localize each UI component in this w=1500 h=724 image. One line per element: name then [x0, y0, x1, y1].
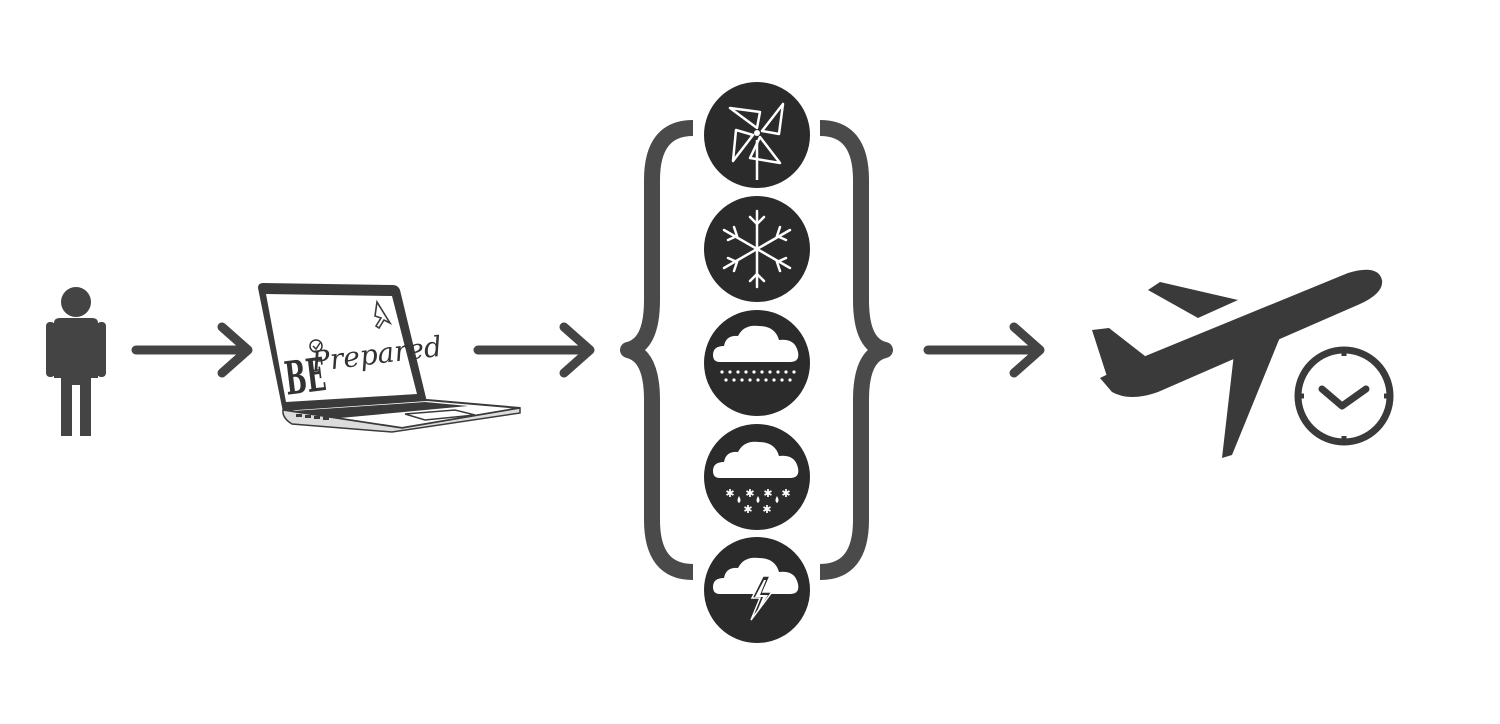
logo-text-be: BE [282, 347, 329, 406]
snowflake-icon [704, 196, 810, 302]
svg-text:✱: ✱ [763, 487, 772, 500]
airplane-icon [1092, 269, 1383, 458]
clock-mark-icon [309, 339, 323, 353]
cloud-rain-icon [704, 310, 810, 416]
right-curly-brace [819, 120, 893, 580]
arrow-right-icon [923, 322, 1045, 378]
svg-text:✱: ✱ [762, 503, 771, 516]
cloud-snow-icon: ✱ ✱ ✱ ✱ ✱ ✱ [704, 424, 810, 530]
person-icon [46, 287, 106, 436]
svg-text:✱: ✱ [743, 503, 752, 516]
clock-icon [1292, 344, 1396, 448]
svg-text:✱: ✱ [781, 487, 790, 500]
arrow-right-icon [473, 322, 595, 378]
airplane-delay-icon [1092, 269, 1396, 458]
cloud-thunderstorm-icon [704, 537, 810, 643]
arrow-right-icon [131, 322, 253, 378]
wind-pinwheel-icon [704, 82, 810, 188]
left-curly-brace [620, 120, 694, 580]
cursor-icon [374, 299, 393, 330]
laptop-icon: BE Prepared [258, 283, 521, 433]
svg-text:✱: ✱ [745, 487, 754, 500]
svg-text:✱: ✱ [725, 487, 734, 500]
